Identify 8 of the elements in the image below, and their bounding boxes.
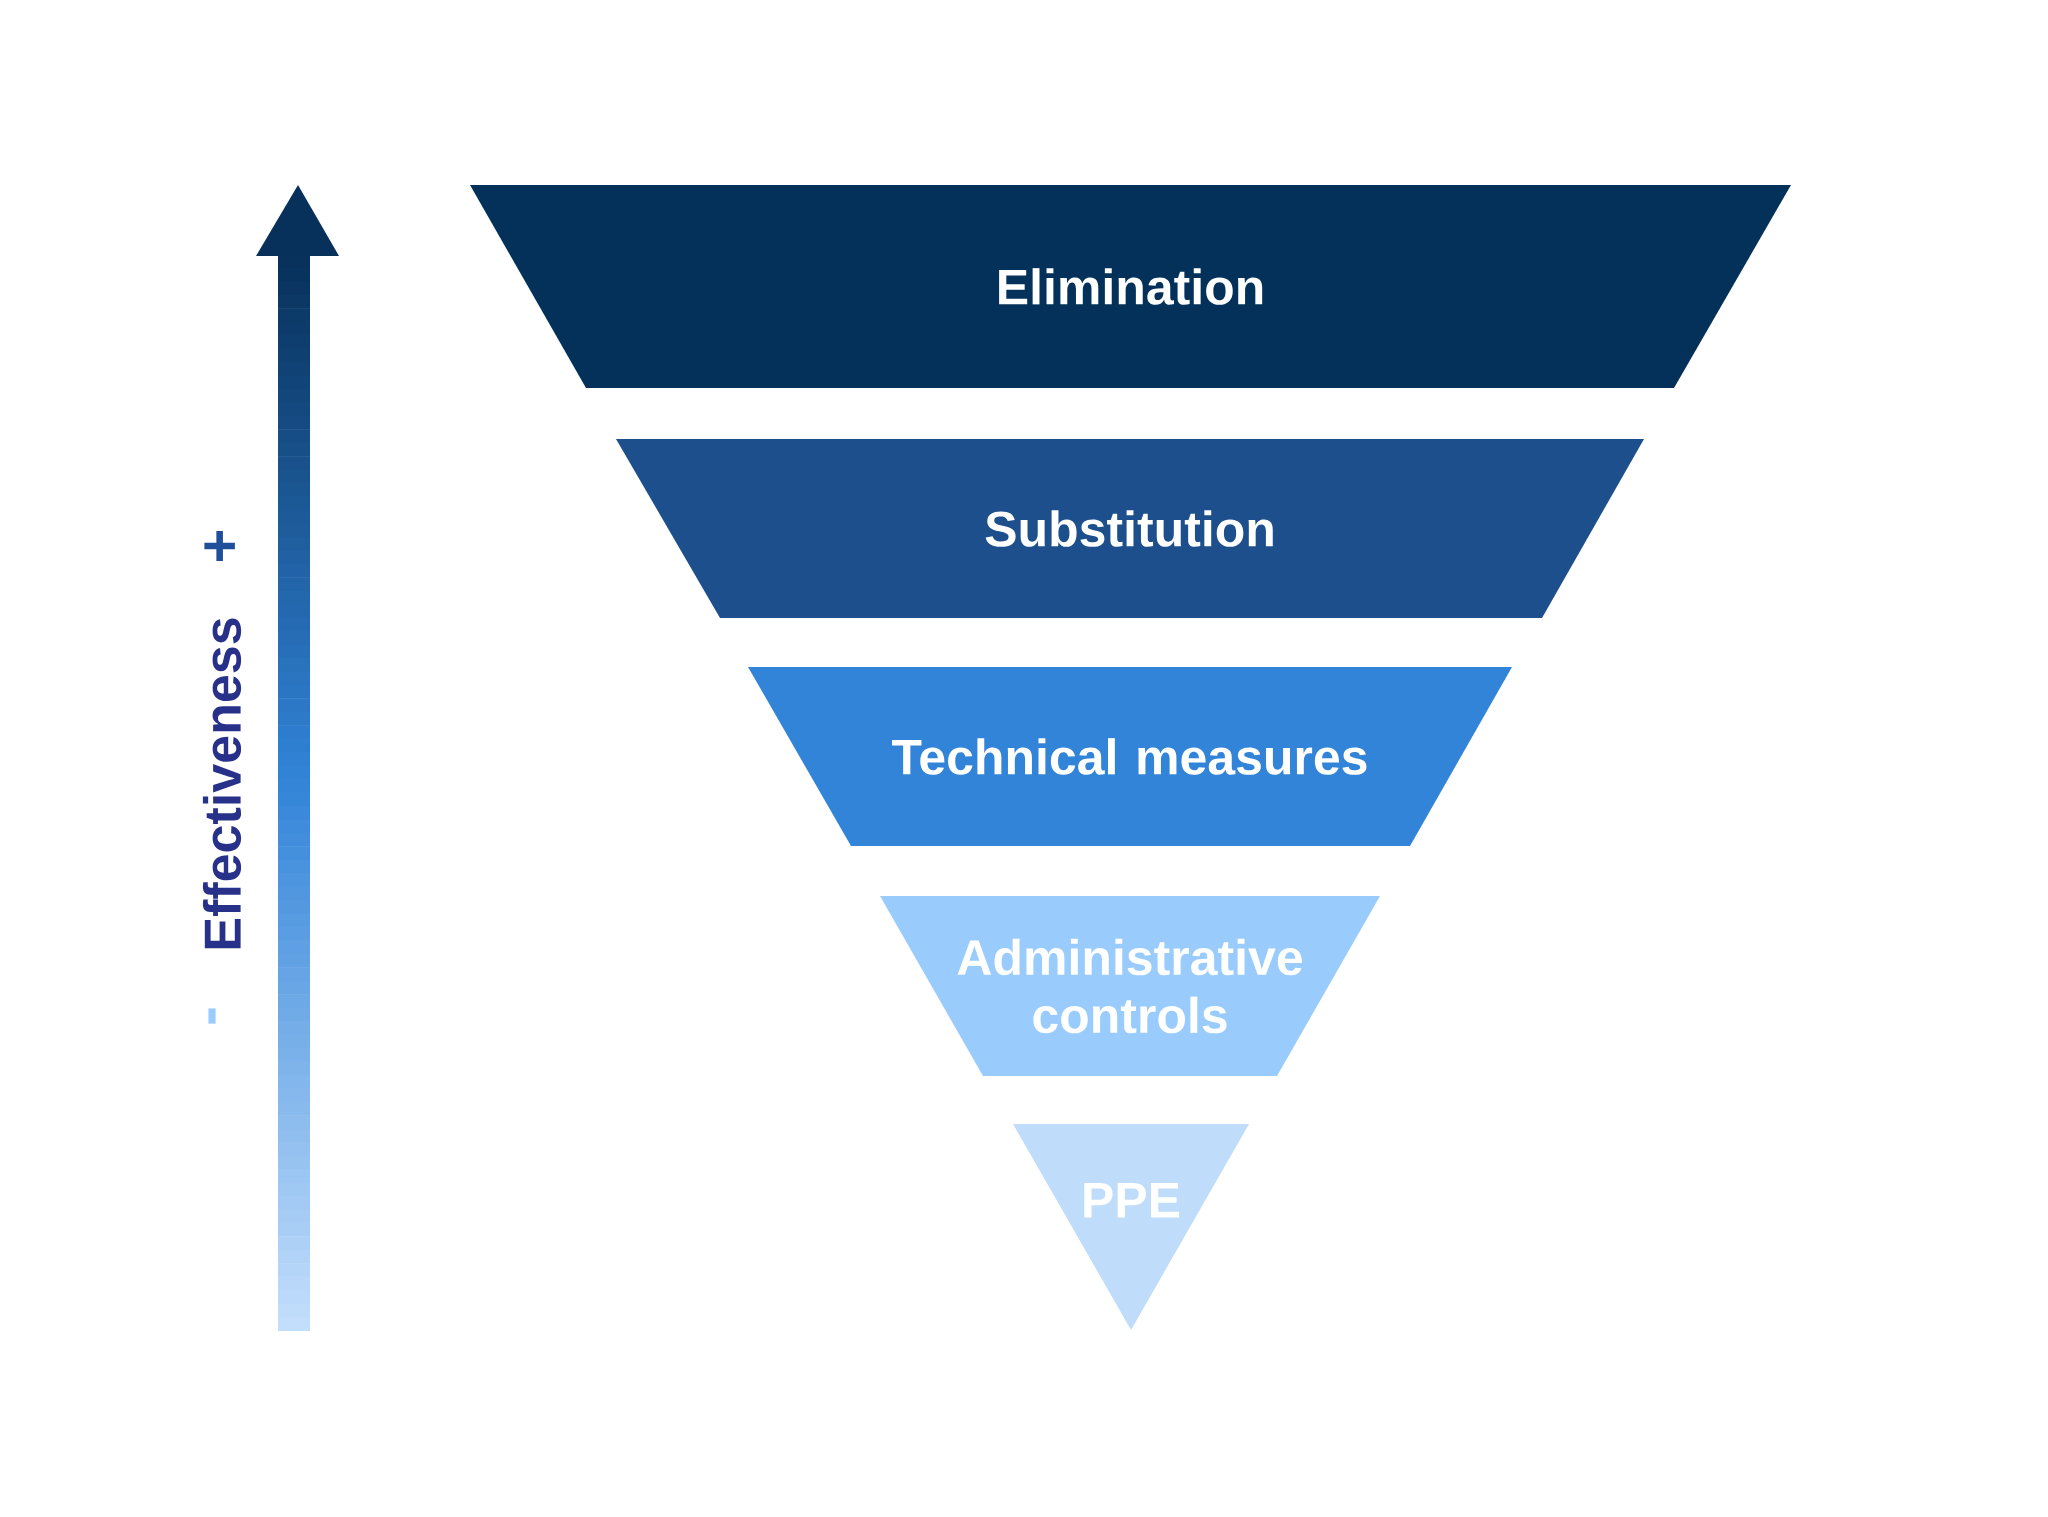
- hierarchy-band: PPE: [1013, 1124, 1249, 1330]
- plus-sign: +: [204, 530, 235, 561]
- hierarchy-band: Elimination: [470, 185, 1791, 388]
- minus-sign: -: [208, 1008, 216, 1024]
- axis-label: Effectiveness: [202, 618, 242, 949]
- hierarchy-band: Administrative controls: [880, 896, 1380, 1076]
- hierarchy-band: Technical measures: [748, 667, 1512, 846]
- hierarchy-band: Substitution: [616, 439, 1644, 618]
